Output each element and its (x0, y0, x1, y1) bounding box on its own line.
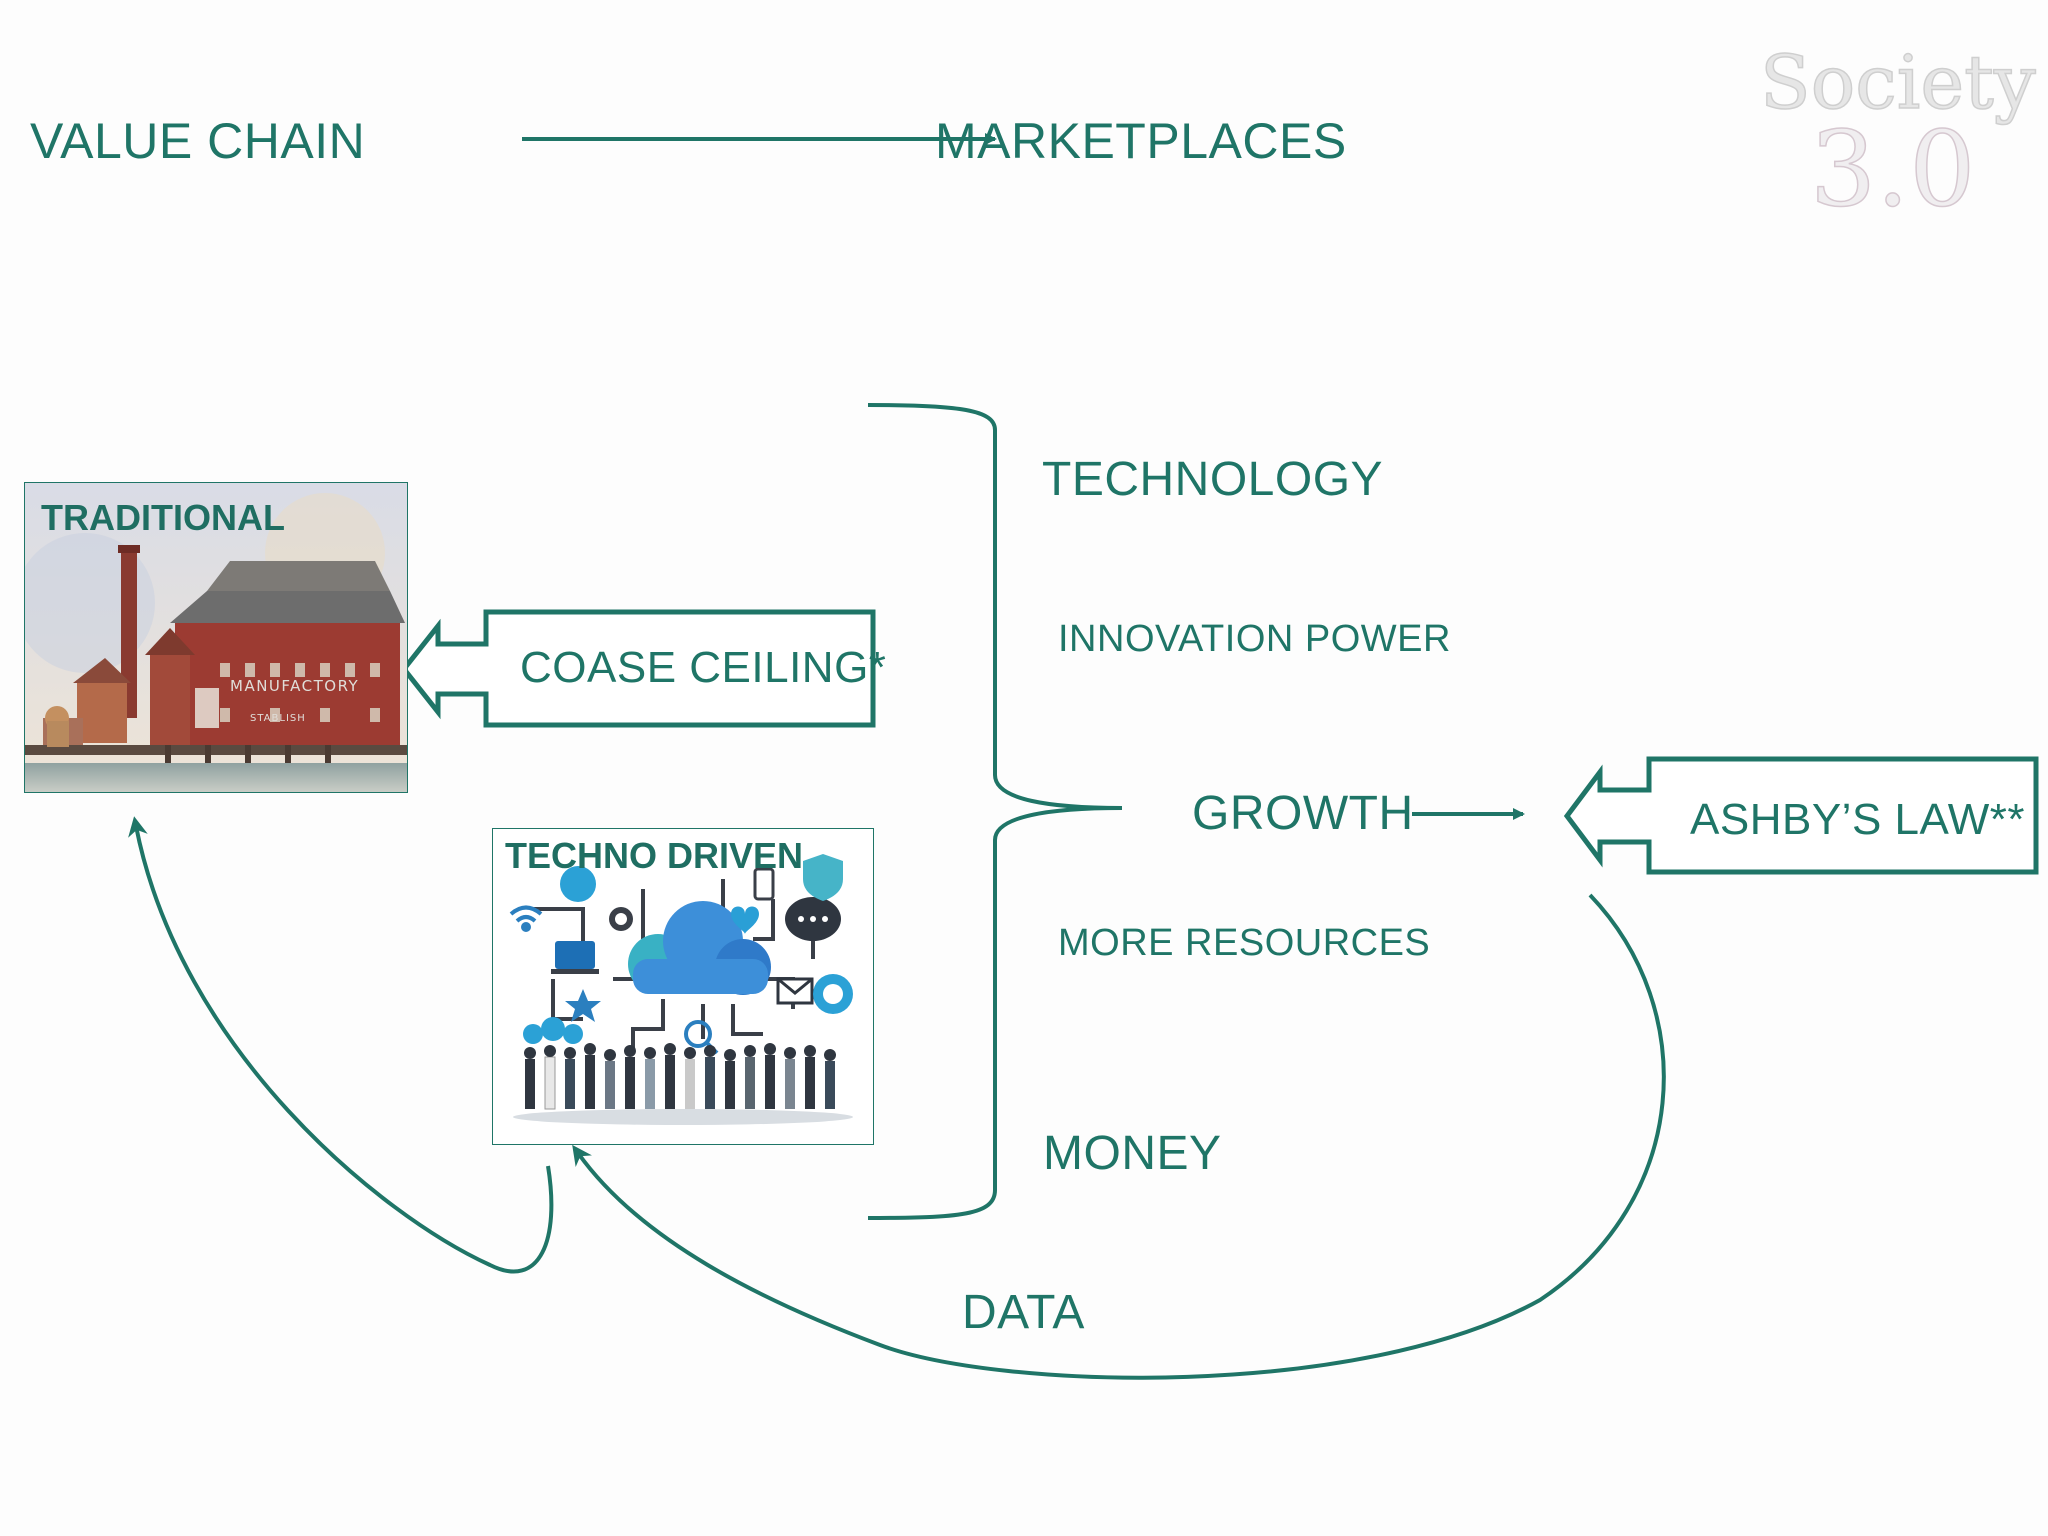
star-icon (565, 989, 601, 1022)
data-label: DATA (962, 1286, 1085, 1339)
innovation-power-label: INNOVATION POWER (1058, 618, 1451, 660)
cloud-icon (628, 901, 771, 995)
value-chain-label: VALUE CHAIN (30, 113, 366, 169)
shield-icon (803, 854, 843, 901)
society-logo: Society 3.0 (1750, 39, 2040, 231)
traditional-title: TRADITIONAL (41, 497, 285, 538)
return-curve (128, 816, 554, 1274)
network-people-image (509, 854, 853, 1125)
coase-callout (400, 609, 876, 728)
money-label: MONEY (1043, 1127, 1222, 1180)
more-resources-label: MORE RESOURCES (1058, 922, 1431, 964)
heart-icon (731, 906, 759, 934)
growth-label: GROWTH (1192, 787, 1414, 840)
wifi-icon (509, 905, 543, 932)
logo-line2: 3.0 (1809, 107, 1976, 231)
data-loop (572, 893, 1666, 1380)
technology-label: TECHNOLOGY (1042, 453, 1384, 506)
techno-driven-title: TECHNO DRIVEN (505, 835, 804, 876)
logo-line1: Society (1759, 39, 2036, 127)
people-row (513, 1043, 853, 1125)
ashby-callout (1563, 756, 2039, 875)
marketplaces-label: MARKETPLACES (935, 113, 1347, 169)
coase-ceiling-label: COASE CEILING* (520, 643, 887, 692)
ashby-law-label: ASHBY’S LAW** (1690, 795, 2025, 844)
techno-driven-image: TECHNO DRIVEN (492, 828, 874, 1145)
factory-sign-2: STABLISH (250, 713, 306, 724)
traditional-image: MANUFACTORY STABLISH TRADITIONAL (24, 482, 408, 793)
factory-image: MANUFACTORY STABLISH (25, 483, 407, 792)
brace (867, 403, 1123, 1220)
factory-sign: MANUFACTORY (230, 677, 359, 695)
